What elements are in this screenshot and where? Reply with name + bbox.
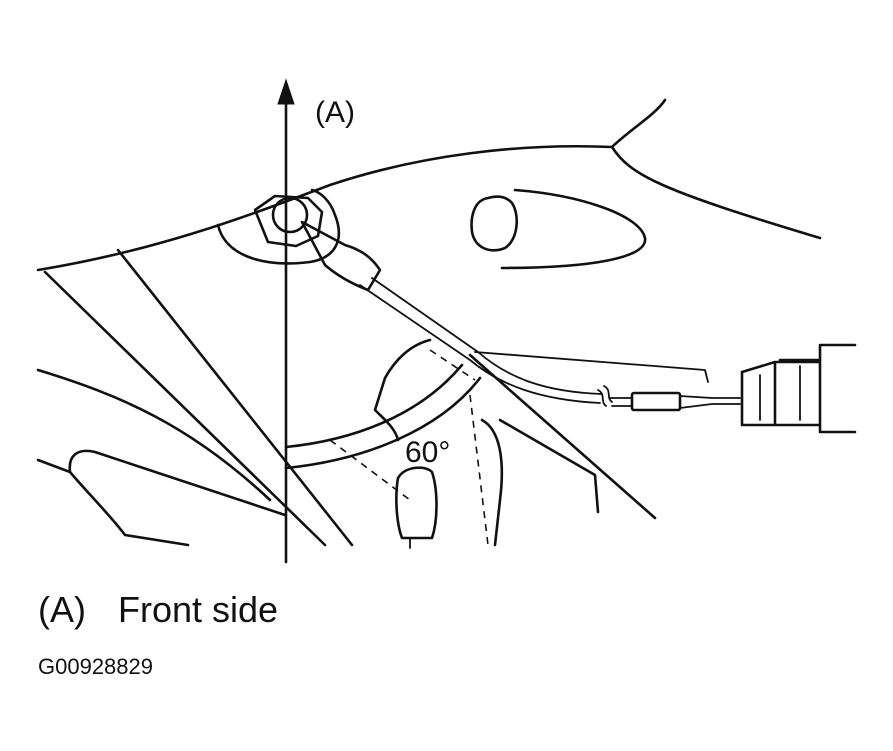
panel-line-outer bbox=[43, 270, 327, 547]
inner-bracket-right bbox=[480, 418, 600, 547]
harness-guide-line bbox=[474, 351, 709, 383]
lower-left-bracket bbox=[36, 449, 287, 547]
legend-text: Front side bbox=[118, 589, 279, 630]
inner-bracket bbox=[373, 338, 432, 442]
connector-ribs bbox=[759, 365, 801, 421]
sensor-boss bbox=[216, 188, 341, 265]
hex-nut bbox=[253, 194, 324, 248]
lower-left-curve bbox=[36, 368, 272, 502]
angle-arc-inner bbox=[284, 376, 482, 470]
axis-label-a: (A) bbox=[315, 96, 355, 129]
legend-key: (A) bbox=[38, 589, 86, 630]
body-right-edge bbox=[610, 145, 822, 240]
cable-ferrule bbox=[630, 391, 682, 412]
angle-label: 60° bbox=[405, 436, 450, 469]
body-plug bbox=[470, 195, 519, 252]
connector-plug bbox=[740, 343, 857, 434]
legend-entry: (A) Front side bbox=[38, 589, 278, 631]
sensor-body bbox=[271, 196, 309, 234]
hidden-line-2 bbox=[469, 394, 489, 546]
ferrule-tail bbox=[679, 395, 741, 409]
panel-line-right bbox=[468, 353, 657, 520]
sensor-stem bbox=[300, 220, 382, 292]
small-cylinder bbox=[395, 466, 438, 540]
angle-arc-outer bbox=[284, 363, 464, 449]
panel-line-inner bbox=[116, 248, 354, 547]
body-plug-outline bbox=[500, 188, 647, 270]
figure-code: G00928829 bbox=[38, 654, 153, 679]
axis-arrowhead bbox=[277, 78, 295, 105]
hidden-line-3 bbox=[429, 349, 476, 381]
sensor-cable bbox=[359, 277, 603, 404]
body-upper-contour bbox=[36, 98, 667, 272]
cable-break-mark bbox=[597, 385, 613, 407]
cable-segment bbox=[609, 397, 633, 407]
